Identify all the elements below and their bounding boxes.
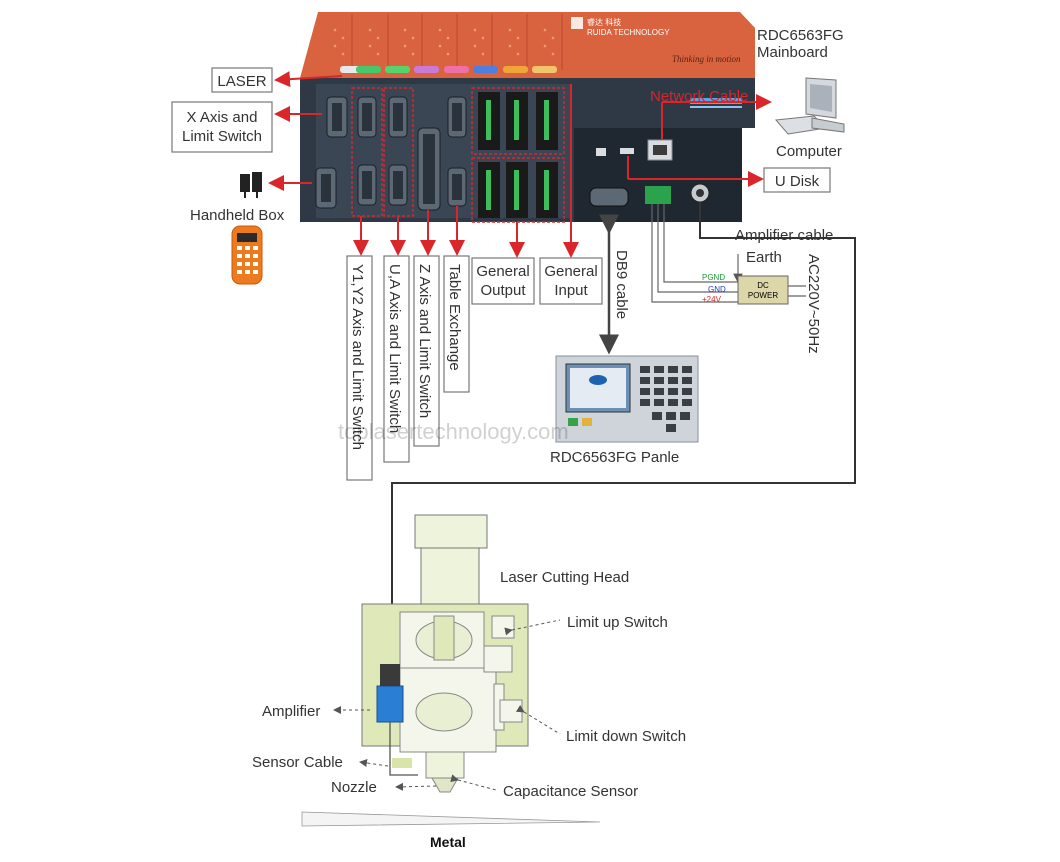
computer-icon [775,77,845,135]
nozzle-label: Nozzle [331,779,377,796]
dc-power-box [737,275,789,305]
amplifier-cable-line [391,202,856,664]
cutting-head-title: Laser Cutting Head [500,569,629,586]
z-axis-port [417,127,441,211]
limit-down-label: Limit down Switch [566,728,686,745]
brand-slogan: Thinking in motion [672,54,741,64]
computer-label: Computer [776,143,842,160]
udisk-label: U Disk [775,173,820,190]
y-axis-label: Y1,Y2 Axis and Limit Switch [349,264,366,450]
head-leaders [333,619,561,791]
x-axis-label-line1: X Axis and [187,109,258,126]
metal-plate [301,811,601,827]
db9-cable-label: DB9 cable [613,250,630,319]
handheld-connector-icon [240,172,262,198]
handheld-label: Handheld Box [190,207,285,224]
vertical-label-boxes [346,255,470,481]
laser-label: LASER [217,73,266,90]
watermark: toplasertechnology.com [338,419,569,444]
general-input-line1: General [544,263,597,280]
table-exchange-label: Table Exchange [446,264,463,371]
x-axis-label-line2: Limit Switch [182,128,262,145]
handheld-box-icon [231,225,263,285]
earth-label: Earth [746,249,782,266]
laser-label-box [211,67,273,93]
amplifier-label: Amplifier [262,703,320,720]
amplifier-block [376,664,404,723]
mainboard-title-line2: Mainboard [757,44,828,61]
gnd-label: GND [708,285,726,294]
limit-up-label: Limit up Switch [567,614,668,631]
general-io-terminals [471,87,565,223]
v24-label: +24V [702,295,722,304]
network-cable-label: Network Cable [650,88,748,105]
udisk-label-box [763,167,831,193]
table-exchange-ports [447,96,467,207]
mainboard: 睿达 科技 RUIDA TECHNOLOGY Thinking in motio… [300,12,755,223]
mainboard-title-line1: RDC6563FG [757,27,844,44]
ua-axis-ports [383,87,414,217]
control-panel [555,355,699,443]
dc-power-line1: DC [757,281,769,290]
brand-name: RUIDA TECHNOLOGY [587,28,670,37]
pgnd-label: PGND [702,273,725,282]
panel-label: RDC6563FG Panle [550,449,679,466]
x-axis-ports [315,96,348,209]
general-output-line1: General [476,263,529,280]
general-output-line2: Output [480,282,526,299]
sensor-cable-line [389,722,418,776]
general-input-line2: Input [554,282,588,299]
amplifier-cable-label: Amplifier cable [735,227,833,244]
metal-label: Metal [430,834,466,850]
sensor-cable-label: Sensor Cable [252,754,343,771]
ac-power-label: AC220V~50Hz [805,254,822,354]
y-axis-ports [351,87,383,217]
power-wiring [651,204,806,303]
brand-cn-text: 睿达 科技 [587,17,621,27]
x-axis-label-box [171,101,273,153]
general-input-box [539,257,603,305]
general-output-box [471,257,535,305]
ua-axis-label: U,A Axis and Limit Switch [386,264,403,433]
cutting-head [361,514,529,793]
dc-power-line2: POWER [748,291,778,300]
capacitance-label: Capacitance Sensor [503,783,638,800]
z-axis-label: Z Axis and Limit Switch [416,264,433,418]
